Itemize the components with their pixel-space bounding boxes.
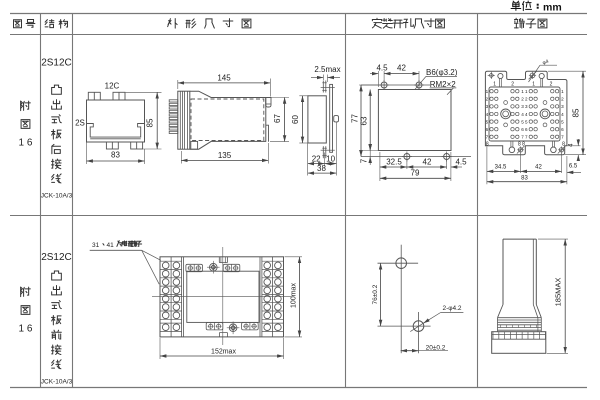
svg-text:2: 2 [550,82,553,88]
svg-text:34.5: 34.5 [495,164,507,170]
svg-text:22: 22 [312,154,321,163]
svg-text:79: 79 [411,169,420,178]
svg-text:JCK-10A/3: JCK-10A/3 [41,378,73,385]
svg-text:7: 7 [561,135,564,140]
svg-text:5 5: 5 5 [521,119,528,124]
svg-text:5: 5 [486,119,489,124]
svg-text:1: 1 [561,89,564,94]
svg-text:B6(φ3.2): B6(φ3.2) [426,68,458,77]
svg-text:63: 63 [360,116,369,125]
svg-text:2: 2 [561,97,564,102]
svg-text:42: 42 [423,158,432,167]
svg-text:83: 83 [111,151,120,160]
svg-text:185MAX: 185MAX [553,278,562,307]
svg-text:2S12C: 2S12C [41,252,72,263]
svg-text:3 3: 3 3 [521,104,528,109]
svg-text:20±0.2: 20±0.2 [426,345,446,352]
svg-text:4: 4 [486,112,489,117]
svg-text:2 2: 2 2 [521,97,528,102]
svg-text:100max: 100max [290,283,297,308]
svg-text:1: 1 [532,82,535,88]
svg-text:7 7: 7 7 [521,135,528,140]
svg-text:38: 38 [317,164,326,173]
svg-text:1: 1 [486,89,489,94]
svg-text:1 1: 1 1 [521,89,528,94]
svg-text:6 6: 6 6 [521,127,528,132]
svg-text:32.5: 32.5 [386,158,402,167]
svg-text:135: 135 [218,151,232,160]
svg-text:2.5max: 2.5max [314,65,340,74]
svg-text:67: 67 [273,114,282,123]
svg-text:2: 2 [486,97,489,102]
svg-text:1 6: 1 6 [19,324,33,335]
svg-text:7: 7 [360,158,369,163]
svg-text:31: 31 [92,242,100,249]
svg-text:85: 85 [572,108,581,117]
svg-text:42: 42 [535,164,542,170]
svg-text:60: 60 [291,115,300,124]
svg-text:6.5: 6.5 [569,164,578,170]
svg-text:1 6: 1 6 [19,138,33,149]
svg-text:2S: 2S [75,119,85,128]
svg-text:77: 77 [351,114,360,123]
svg-text:6: 6 [561,127,564,132]
svg-text:8: 8 [562,142,565,148]
svg-text:JCK-10A/3: JCK-10A/3 [41,193,73,200]
svg-text:76±0.2: 76±0.2 [372,284,379,304]
svg-text:8 8: 8 8 [518,142,525,148]
svg-text:5: 5 [561,119,564,124]
svg-text:2S12C: 2S12C [41,58,72,69]
svg-text:6: 6 [486,127,489,132]
svg-text:83: 83 [521,176,528,182]
svg-text:8: 8 [486,142,489,148]
svg-text:145: 145 [217,74,231,83]
svg-text:7: 7 [486,135,489,140]
svg-text:152max: 152max [211,348,236,355]
svg-text:1: 1 [493,82,496,88]
svg-text:4: 4 [561,112,564,117]
svg-text:4.5: 4.5 [455,158,467,167]
svg-text:12C: 12C [105,82,120,91]
svg-text:RM2×2: RM2×2 [430,80,457,89]
svg-text:2-φ4.2: 2-φ4.2 [442,305,461,312]
svg-text:3: 3 [561,104,564,109]
svg-text:10: 10 [326,154,335,163]
svg-text:85: 85 [146,118,155,127]
svg-text:2: 2 [511,82,514,88]
svg-text:mm: mm [543,2,562,14]
svg-text:41: 41 [107,242,115,249]
svg-text:4.5: 4.5 [376,64,388,73]
svg-text:42: 42 [397,64,406,73]
svg-text:3: 3 [486,104,489,109]
svg-text:φ4: φ4 [542,59,550,67]
svg-text:4: 4 [568,143,574,147]
svg-text:4 4: 4 4 [521,112,528,117]
